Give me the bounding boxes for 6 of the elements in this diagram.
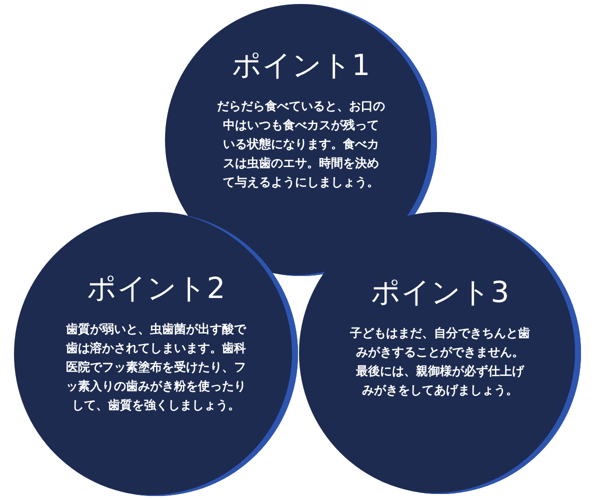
circle-body-text: 子どもはまだ、自分できちんと歯みがきすることができません。最後には、親御様が必ず仕上げみがきをしてあげましょう。 [349,325,531,399]
circle-heading: ポイント3 [370,275,510,309]
circle-body-text: だらだら食べていると、お口の中はいつも食べカスが残っている状態になります。食べカスは虫歯のエサ。時間を決めて与えるようにしましょう。 [216,98,386,191]
circle-body-text: 歯質が弱いと、虫歯菌が出す酸で歯は溶かされてしまいます。歯科医院でフッ素塗布を受けたり、フッ素入りの歯みがき粉を使ったりして、歯質を強くしましょう。 [65,321,248,414]
circle-heading: ポイント2 [86,271,226,305]
circle-heading: ポイント1 [232,48,370,82]
